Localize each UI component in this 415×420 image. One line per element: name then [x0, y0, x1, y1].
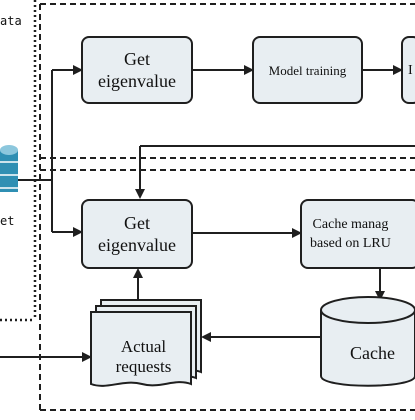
get-eigenvalue-bottom-box: Get eigenvalue [81, 199, 193, 269]
middle-dashed-divider [40, 157, 415, 171]
actual-requests-label: Actual requests [115, 337, 172, 376]
get-eigenvalue-top-box: Get eigenvalue [81, 36, 193, 104]
left-fragment-label: et [0, 214, 15, 228]
database-icon [0, 145, 18, 192]
top-right-fragment-box: I [401, 36, 415, 104]
top-dashed-group [39, 3, 415, 411]
cache-cylinder [320, 296, 415, 387]
cache-management-box: Cache manag based on LRU [300, 199, 415, 269]
cache-label: Cache [350, 343, 395, 363]
left-dotted-frame [0, 0, 37, 322]
actual-requests-stack [90, 299, 202, 387]
top-left-fragment-label: ata [0, 14, 22, 28]
connector-lines [0, 65, 415, 362]
model-training-box: Model training [252, 36, 363, 104]
